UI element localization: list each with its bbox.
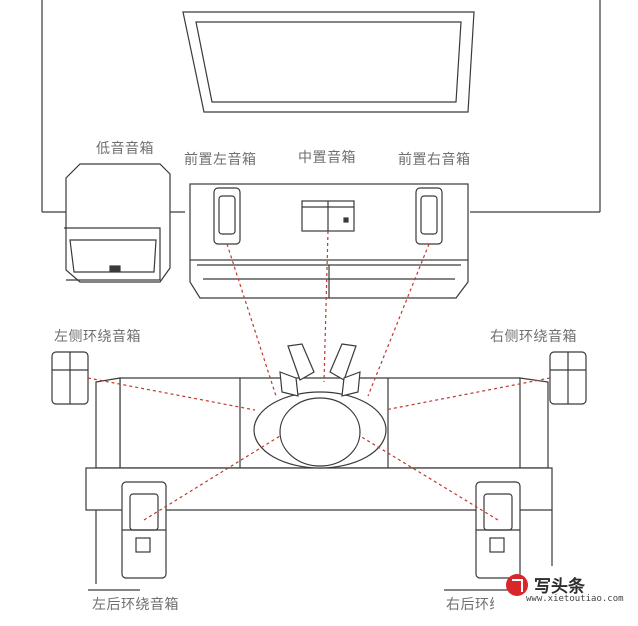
- rear-right-label: 右后环绕音箱: [446, 597, 494, 613]
- sight-lines: [87, 230, 551, 521]
- front-left-speaker: [213, 187, 241, 245]
- rear-left-label: 左后环绕音箱: [92, 597, 179, 613]
- rear-left-speaker: [121, 481, 167, 579]
- rear-right-speaker: [475, 481, 521, 579]
- watermark: 写头条 www.xietoutiao.com: [506, 568, 630, 608]
- front-left-label: 前置左音箱: [184, 152, 257, 168]
- surround-right-label: 右侧环绕音箱: [490, 329, 577, 345]
- surround-right-speaker: [549, 351, 587, 405]
- surround-left-speaker: [51, 351, 89, 405]
- watermark-url: www.xietoutiao.com: [526, 594, 624, 604]
- surround-left-label: 左侧环绕音箱: [54, 329, 141, 345]
- center-label: 中置音箱: [298, 150, 356, 166]
- watermark-logo-icon: [506, 574, 528, 596]
- center-speaker: [301, 200, 355, 232]
- subwoofer-speaker: [64, 163, 171, 283]
- front-right-label: 前置右音箱: [398, 152, 471, 168]
- listener: [253, 343, 387, 469]
- watermark-name: 写头条: [534, 577, 585, 597]
- subwoofer-label: 低音音箱: [96, 141, 154, 157]
- tv: [182, 11, 475, 113]
- front-right-speaker: [415, 187, 443, 245]
